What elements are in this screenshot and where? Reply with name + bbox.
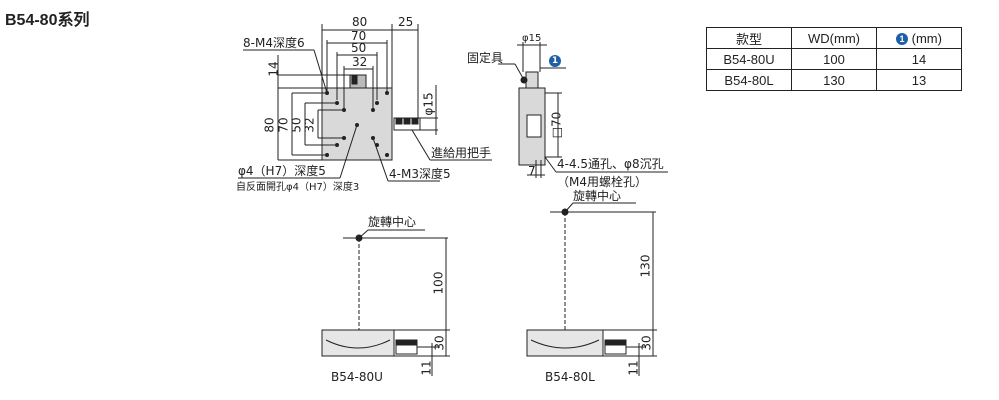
page-title: B54-80系列 <box>5 12 90 29</box>
front-view-u <box>321 229 450 376</box>
model-label-l: B54-80L <box>545 370 595 384</box>
label-m4: 8-M4深度6 <box>243 36 305 50</box>
dim-h80: 80 <box>262 117 277 133</box>
label-bolt: （M4用螺栓孔） <box>557 175 647 189</box>
label-pin: φ4（H7）深度5 <box>238 164 326 178</box>
cell-wd: 100 <box>791 48 877 70</box>
label-rotation-center-u: 旋轉中心 <box>368 215 417 229</box>
label-fixture: 固定具 <box>467 51 504 65</box>
dim-u-30: 30 <box>432 335 447 351</box>
label-holes: 4-4.5通孔、φ8沉孔 <box>557 157 664 171</box>
model-label-u: B54-80U <box>331 370 383 384</box>
dim-80: 80 <box>352 15 368 29</box>
callout-badge-1: 1 <box>549 55 561 67</box>
label-pin-back: 自反面開孔φ4（H7）深度3 <box>236 182 360 193</box>
header-wd: WD(mm) <box>791 27 877 49</box>
dim-25: 25 <box>398 15 414 29</box>
spec-table: 款型 WD(mm) 1 (mm) B54-80U 100 14 B54-80L … <box>706 27 962 91</box>
dim-h32: 32 <box>302 117 317 133</box>
callout-badge-1: 1 <box>896 33 909 46</box>
cell-dim1: 14 <box>876 48 962 70</box>
dim-sq70: □70 <box>549 111 564 139</box>
table-header-row: 款型 WD(mm) 1 (mm) <box>706 27 962 49</box>
dim-70: 70 <box>351 29 367 43</box>
header-model: 款型 <box>706 27 792 49</box>
cell-dim1: 13 <box>876 69 962 91</box>
cell-wd: 130 <box>791 69 877 91</box>
dim-wd-100: 100 <box>431 271 446 295</box>
dim-u-11: 11 <box>419 360 434 376</box>
header-dim1: 1 (mm) <box>876 27 962 49</box>
side-phi15: φ15 <box>522 33 542 44</box>
dim-50: 50 <box>351 41 367 55</box>
cell-model: B54-80U <box>706 48 792 70</box>
side-view <box>498 42 668 213</box>
header-dim1-unit: (mm) <box>911 30 942 46</box>
dim-32: 32 <box>352 55 368 69</box>
label-feed-handle: 進給用把手 <box>431 146 492 160</box>
dim-l-30: 30 <box>639 335 654 351</box>
cell-model: B54-80L <box>706 69 792 91</box>
dim-phi15: φ15 <box>421 92 436 116</box>
front-view-l <box>526 208 657 376</box>
dim-l-11: 11 <box>626 360 641 376</box>
table-row: B54-80L 130 13 <box>706 69 962 91</box>
dim-7: 7 <box>528 164 536 178</box>
dim-14: 14 <box>266 61 281 77</box>
dim-wd-130: 130 <box>638 254 653 278</box>
top-view <box>238 24 492 182</box>
dim-h50: 50 <box>289 117 304 133</box>
label-m3: 4-M3深度5 <box>389 167 451 181</box>
dim-h70: 70 <box>276 117 291 133</box>
label-rotation-center-l: 旋轉中心 <box>573 189 622 203</box>
table-row: B54-80U 100 14 <box>706 48 962 70</box>
